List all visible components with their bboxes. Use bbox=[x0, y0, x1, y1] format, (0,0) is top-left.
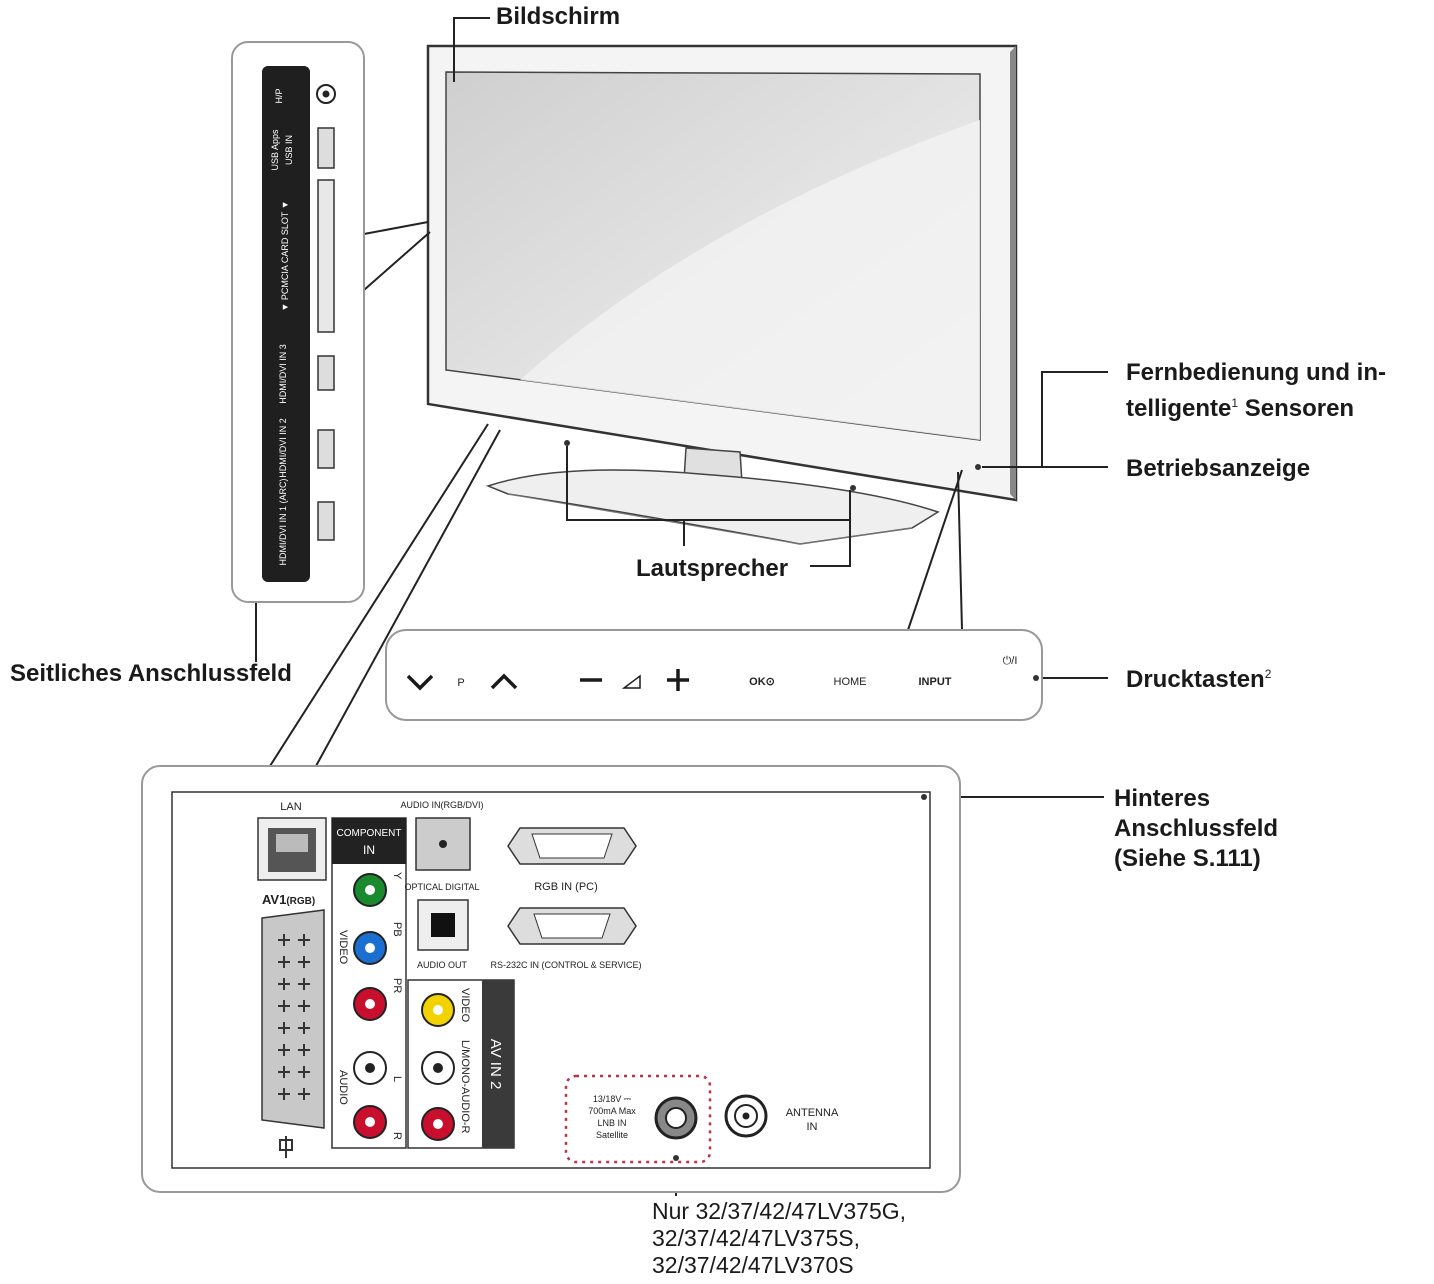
scart-port bbox=[261, 909, 325, 1129]
label-power-indicator: Betriebsanzeige bbox=[1126, 455, 1311, 482]
models-note-line: Nur 32/37/42/47LV375G, bbox=[652, 1198, 907, 1224]
tv-stand-base bbox=[485, 469, 940, 545]
pb-label: PB bbox=[391, 922, 403, 937]
antenna-line1: ANTENNA bbox=[786, 1107, 839, 1119]
models-note-line: 32/37/42/47LV375S, bbox=[652, 1225, 861, 1251]
rs232-label: RS-232C IN (CONTROL & SERVICE) bbox=[490, 960, 641, 970]
volume-up-icon bbox=[667, 669, 689, 691]
lan-label: LAN bbox=[280, 801, 301, 813]
p-label: P bbox=[457, 677, 464, 689]
power-label: ⏻/I bbox=[1003, 655, 1018, 667]
channel-down-icon bbox=[406, 674, 434, 691]
r-label: R bbox=[391, 1132, 403, 1140]
label-side-panel: Seitliches Anschlussfeld bbox=[10, 660, 292, 687]
lnb-line4: Satellite bbox=[596, 1130, 628, 1140]
ok-label: OK⊙ bbox=[749, 676, 775, 688]
side-usb-label: USB Apps bbox=[270, 129, 280, 171]
rs232-port bbox=[507, 907, 637, 945]
rear-panel: LAN AV1(RGB) bbox=[141, 765, 961, 1193]
side-hdmi3-label: HDMI/DVI IN 3 bbox=[278, 344, 288, 404]
rgb-in-label: RGB IN (PC) bbox=[534, 881, 598, 893]
side-usb-in-label: USB IN bbox=[284, 135, 294, 165]
pcmcia-slot bbox=[317, 179, 335, 333]
component-label: COMPONENT bbox=[337, 828, 402, 839]
side-hp-label: H/P bbox=[274, 88, 284, 103]
tv-set bbox=[426, 44, 1018, 545]
lnb-line2: 700mA Max bbox=[588, 1106, 636, 1116]
usb-port bbox=[317, 127, 335, 169]
lnb-line3: LNB IN bbox=[597, 1118, 626, 1128]
audio-out-label: AUDIO OUT bbox=[417, 960, 468, 970]
side-pcmcia-label: ▼ PCMCIA CARD SLOT ▼ bbox=[280, 200, 290, 311]
video-label: VIDEO bbox=[337, 930, 349, 965]
leader-lines bbox=[255, 17, 1108, 1196]
label-speakers: Lautsprecher bbox=[636, 555, 789, 582]
side-panel: H/P USB Apps USB IN ▼ PCMCIA CARD SLOT ▼… bbox=[231, 41, 365, 603]
av-in2-label: AV IN 2 bbox=[487, 1039, 504, 1090]
channel-up-icon bbox=[490, 673, 518, 690]
av1-label: AV1(RGB) bbox=[262, 892, 315, 907]
input-label: INPUT bbox=[919, 676, 952, 688]
label-remote-line1: Fernbedienung und in- bbox=[1126, 359, 1386, 386]
y-label: Y bbox=[391, 872, 403, 880]
audio-in-jack bbox=[415, 817, 471, 871]
label-buttons: Drucktasten2 bbox=[1126, 666, 1272, 693]
models-note: Nur 32/37/42/47LV375G, 32/37/42/47LV375S… bbox=[652, 1198, 906, 1279]
l-label: L bbox=[391, 1076, 403, 1082]
lnb-line1: 13/18V ⎓ bbox=[593, 1094, 631, 1104]
label-screen: Bildschirm bbox=[496, 3, 621, 30]
optical-label: OPTICAL DIGITAL bbox=[404, 882, 479, 892]
side-hdmi2-label: HDMI/DVI IN 2 bbox=[278, 418, 288, 478]
lnb-dashed-box bbox=[564, 1074, 712, 1164]
audio-in-label: AUDIO IN(RGB/DVI) bbox=[400, 800, 483, 810]
hdmi1-port bbox=[317, 501, 335, 541]
audio-label: AUDIO bbox=[337, 1070, 349, 1105]
rgb-in-port bbox=[507, 827, 637, 865]
models-note-line: 32/37/42/47LV370S bbox=[652, 1252, 854, 1278]
av2-video-label: VIDEO bbox=[459, 988, 471, 1023]
pr-label: PR bbox=[391, 978, 403, 993]
side-hdmi1-label: HDMI/DVI IN 1 (ARC) bbox=[278, 478, 288, 565]
hdmi3-port bbox=[317, 355, 335, 391]
av2-audio-label: L/MONO-AUDIO-R bbox=[459, 1040, 471, 1134]
volume-icon bbox=[621, 674, 641, 689]
antenna-line2: IN bbox=[807, 1121, 818, 1133]
button-panel: P OK⊙ HOME INPUT ⏻/I bbox=[385, 629, 1043, 721]
label-remote-sensors: Fernbedienung und in- telligente1 Sensor… bbox=[1126, 358, 1386, 424]
label-rear-panel: Hinteres Anschlussfeld (Siehe S.111) bbox=[1114, 785, 1279, 872]
component-in-label: IN bbox=[363, 843, 375, 857]
label-remote-line2: telligente1 Sensoren bbox=[1126, 395, 1355, 422]
home-label: HOME bbox=[834, 676, 867, 688]
antenna-ground-icon bbox=[279, 1136, 293, 1158]
hdmi2-port bbox=[317, 429, 335, 469]
